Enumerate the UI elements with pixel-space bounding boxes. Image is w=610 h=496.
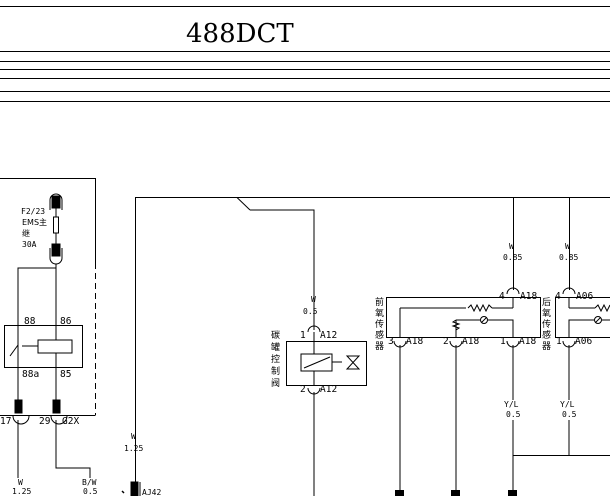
page-title: 488DCT — [186, 19, 294, 49]
valve-pin-1: 1 — [300, 330, 306, 341]
main-supply-wire — [135, 197, 610, 496]
fuse-name-line2: 继 — [22, 228, 30, 238]
rear-o2-connector-pin1: A06 — [575, 336, 592, 347]
svg-text:氧: 氧 — [375, 307, 384, 319]
rear-o2-out-color: Y/L — [560, 400, 575, 409]
svg-text:碳: 碳 — [271, 329, 280, 341]
front-o2-pin-3: 3 — [388, 336, 394, 347]
front-o2-supply-color: W — [509, 242, 514, 251]
fuse-id: F2/23 — [21, 207, 45, 216]
front-o2-pin-1: 1 — [500, 336, 506, 347]
valve-wire-color: W — [311, 295, 316, 304]
valve-pin-2: 2 — [300, 384, 306, 395]
valve-wire-size: 0.5 — [303, 307, 318, 316]
connector-aj42-label: AJ42 — [142, 488, 161, 496]
title-block — [0, 6, 610, 102]
relay-module-frame — [0, 178, 96, 416]
valve-label: 碳 罐 控 制 阀 — [271, 329, 280, 389]
svg-text:器: 器 — [375, 341, 384, 352]
relay-output-connectors — [12, 367, 91, 478]
relay-conn-pin-right: 29 — [39, 416, 51, 427]
fuse-f2-23 — [49, 193, 63, 265]
front-o2-pin-2: 2 — [443, 336, 449, 347]
svg-text:传: 传 — [375, 318, 384, 330]
svg-text:控: 控 — [271, 353, 280, 365]
front-o2-connector-top: A18 — [520, 291, 537, 302]
front-o2-supply-size: 0.85 — [503, 253, 522, 262]
relay-pin-88a: 88a — [22, 369, 39, 380]
valve-connector-bottom: A12 — [320, 384, 337, 395]
front-o2-sensor — [386, 197, 610, 496]
rear-o2-pin-1: 1 — [556, 336, 562, 347]
relay-pin-86: 86 — [60, 316, 72, 327]
front-o2-out-size: 0.5 — [506, 410, 521, 419]
relay-pin-85: 85 — [60, 369, 71, 380]
connector-aj42 — [121, 481, 141, 496]
front-o2-out-color: Y/L — [504, 400, 519, 409]
wire2-color: B/W — [82, 478, 97, 487]
wire1-color: W — [18, 478, 23, 487]
rear-o2-connector-top: A06 — [576, 291, 593, 302]
wire1-size: 1.25 — [12, 487, 31, 496]
wire3-size: 1.25 — [124, 444, 143, 453]
relay-connector-id: G2X — [62, 416, 79, 427]
front-o2-connector-pin1: A18 — [519, 336, 536, 347]
rear-o2-pin-4: 4 — [555, 291, 561, 302]
canister-valve — [286, 325, 367, 496]
svg-text:传: 传 — [542, 318, 551, 330]
relay-pin-88: 88 — [24, 316, 36, 327]
svg-text:器: 器 — [542, 341, 551, 352]
svg-text:阀: 阀 — [271, 378, 280, 389]
svg-text:罐: 罐 — [271, 341, 280, 353]
front-o2-connector-pin3: A18 — [406, 336, 423, 347]
fuse-name-line1: EMS主 — [22, 217, 47, 227]
front-o2-pin2-terminal — [451, 490, 460, 496]
rear-o2-supply-size: 0.85 — [559, 253, 578, 262]
fuse-rating: 30A — [22, 240, 37, 249]
svg-text:氧: 氧 — [542, 307, 551, 319]
front-o2-label: 前 氧 传 感 器 — [375, 296, 384, 352]
valve-connector-top: A12 — [320, 330, 337, 341]
rear-o2-out-size: 0.5 — [562, 410, 577, 419]
svg-text:前: 前 — [375, 296, 384, 308]
relay-conn-pin-left: 17 — [0, 416, 11, 427]
wire3-color: W — [131, 432, 136, 441]
svg-text:感: 感 — [375, 329, 384, 341]
main-relay — [4, 325, 83, 368]
rear-o2-sensor — [555, 197, 610, 455]
fuse-to-relay-wire — [17, 264, 57, 326]
front-o2-connector-pin2: A18 — [462, 336, 479, 347]
rear-o2-supply-color: W — [565, 242, 570, 251]
wire2-size: 0.5 — [83, 487, 98, 496]
svg-text:制: 制 — [271, 365, 280, 377]
front-o2-pin1-terminal — [508, 490, 517, 496]
svg-text:后: 后 — [542, 297, 551, 308]
svg-text:感: 感 — [542, 329, 551, 341]
front-o2-pin3-terminal — [395, 490, 404, 496]
rear-o2-label: 后 氧 传 感 器 — [542, 297, 551, 352]
front-o2-pin-4: 4 — [499, 291, 505, 302]
